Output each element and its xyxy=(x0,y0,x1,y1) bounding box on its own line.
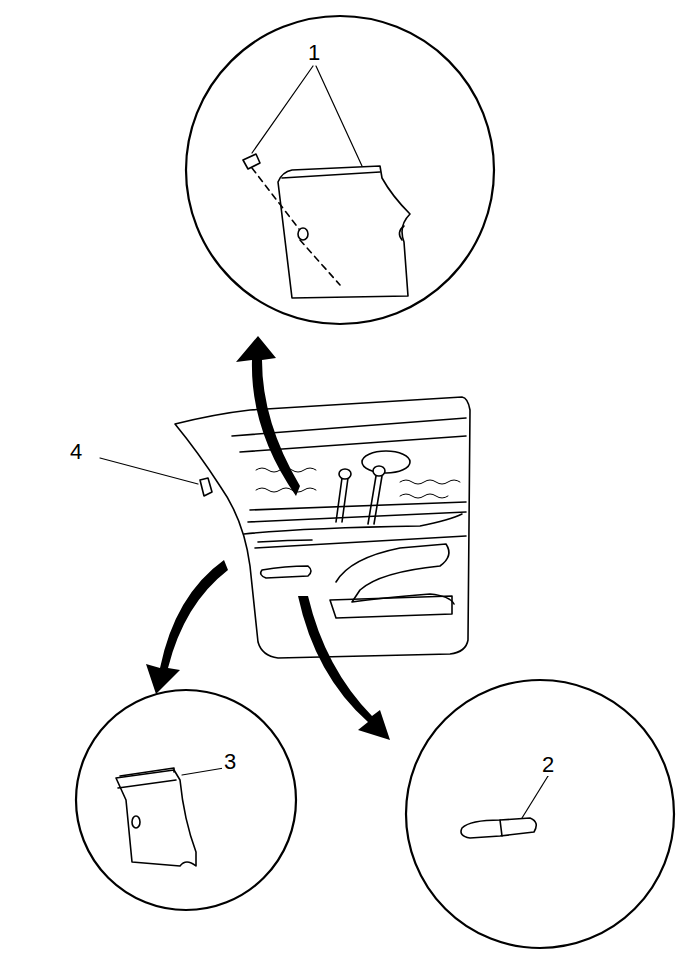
callout-number: 4 xyxy=(68,441,84,463)
trim-piece xyxy=(116,768,224,866)
trim-insert xyxy=(243,66,410,298)
callout-number: 3 xyxy=(222,751,238,773)
detail-circle xyxy=(406,680,674,948)
door-trim-panel xyxy=(100,397,470,658)
detail-circle xyxy=(186,16,494,324)
callout-number: 1 xyxy=(306,42,322,64)
detail-circle xyxy=(76,690,296,910)
callout-number: 2 xyxy=(540,754,556,776)
view-arrow xyxy=(146,336,390,740)
pull-handle xyxy=(461,776,548,838)
